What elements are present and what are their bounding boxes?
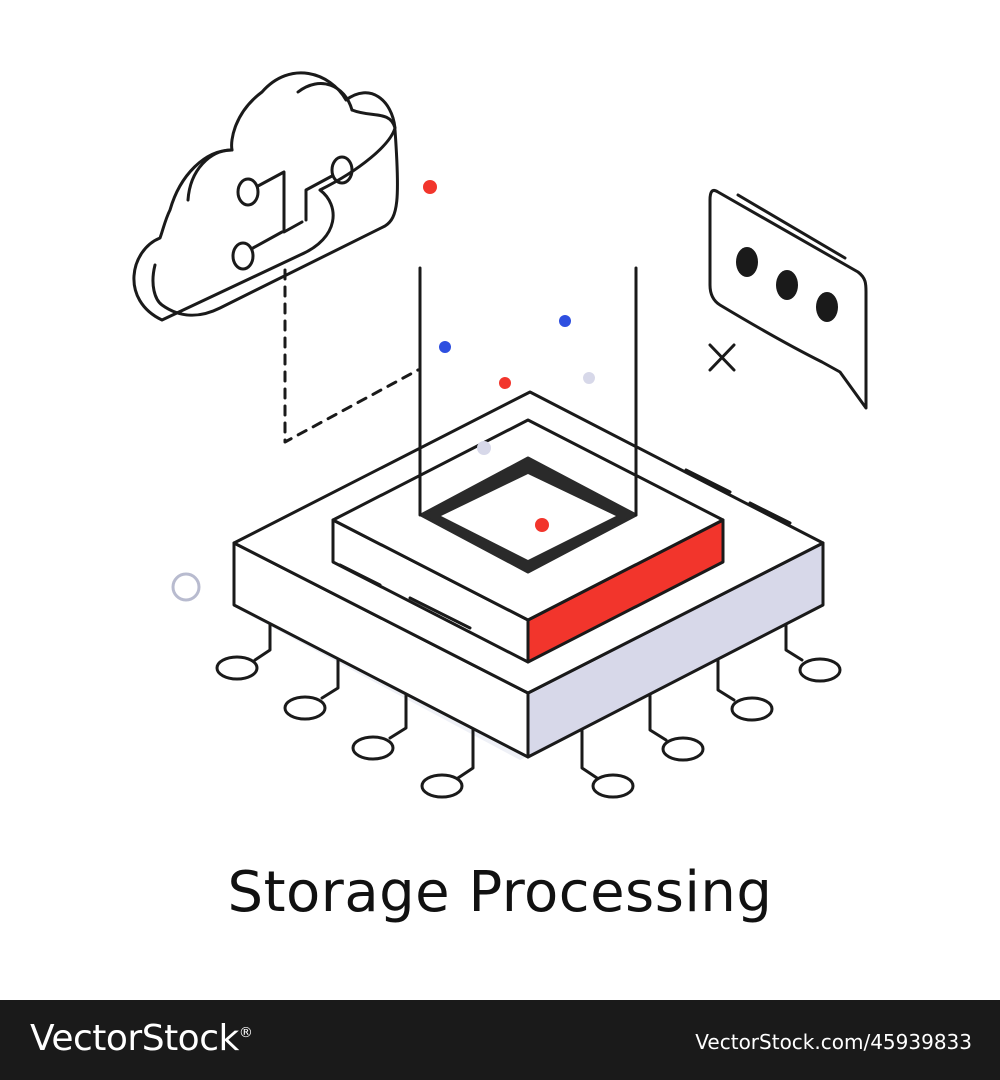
watermark-footer: VectorStock® VectorStock.com/45939833 (0, 1000, 1000, 1080)
vectorstock-logo: VectorStock® (30, 1018, 253, 1059)
chip-pins (215, 610, 842, 799)
brand-registered-mark: ® (238, 1025, 253, 1041)
data-beam (418, 266, 638, 517)
decor-ring (171, 572, 201, 602)
illustration-title: Storage Processing (227, 860, 773, 925)
storage-processing-illustration (132, 71, 868, 799)
data-particles (423, 180, 595, 532)
close-x-icon (708, 343, 736, 372)
brand-name: VectorStock (30, 1018, 239, 1059)
chip-inner-platform (331, 418, 725, 664)
chat-bubble-icon (708, 188, 868, 410)
dashed-connector (283, 268, 420, 444)
base-detail-lines (338, 468, 792, 630)
cloud-circuit-icon (132, 71, 399, 322)
image-reference: VectorStock.com/45939833 (695, 1030, 972, 1054)
